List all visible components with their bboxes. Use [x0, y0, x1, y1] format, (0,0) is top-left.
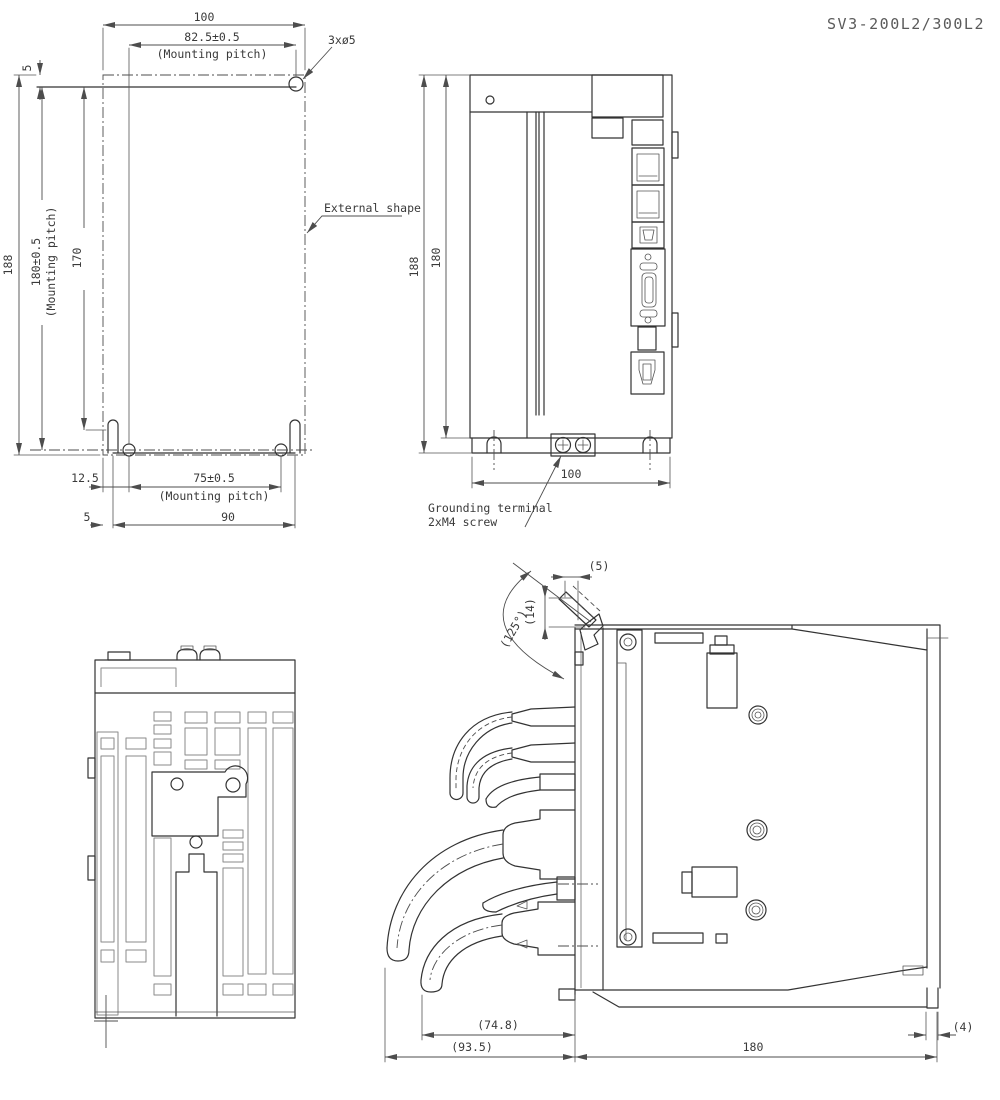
- capacitor: [706, 635, 738, 709]
- dim-latch-offset: (5): [589, 559, 610, 573]
- dim-pitch-vertical-note: (Mounting pitch): [44, 207, 58, 318]
- dim-depth: 180: [743, 1040, 764, 1054]
- dim-pitch-horizontal-note: (Mounting pitch): [157, 47, 268, 61]
- dim-front-height-body: 180: [429, 248, 443, 269]
- view-front: 188 180 100 Grounding terminal 2xM4 scre…: [407, 74, 679, 529]
- center-channel: [175, 853, 218, 1017]
- front-body: [469, 74, 673, 439]
- cable-assemblies: [386, 706, 598, 993]
- dim-clearance-outer: (93.5): [451, 1040, 493, 1054]
- mounting-hole-top-right: [288, 76, 304, 92]
- vent-slots: [96, 711, 294, 1016]
- view-side-cables: (125°) (5) (14) (74.8) (93.5) 180 (4): [384, 559, 974, 1063]
- hooded-connector-1: [502, 809, 576, 880]
- dim-height-overall: 188: [1, 255, 15, 276]
- dim-top-offset: 5: [20, 65, 34, 72]
- grounding-label-line1: Grounding terminal: [428, 501, 553, 515]
- front-indicator-hole: [485, 95, 495, 105]
- dim-pitch-vertical: 180±0.5: [29, 238, 43, 286]
- inner-plate: [151, 765, 249, 837]
- dim-plate-width: 90: [221, 510, 235, 524]
- vent-body: [94, 659, 296, 1019]
- external-shape-outline: [102, 74, 306, 456]
- usb-port: [631, 221, 665, 249]
- internal-panel: [616, 629, 643, 948]
- view-vented-face: [87, 645, 296, 1048]
- dim-latch-height: (14): [523, 598, 537, 626]
- external-shape-label: External shape: [324, 201, 421, 215]
- dim-hole-count: 3xø5: [328, 33, 356, 47]
- ground-screw-left: [554, 436, 572, 454]
- dim-width-overall: 100: [194, 10, 215, 24]
- din-clip-top: [671, 131, 679, 159]
- dim-front-height-overall: 188: [407, 257, 421, 278]
- dim-pitch-bottom-note: (Mounting pitch): [159, 489, 270, 503]
- dim-pitch-bottom: 75±0.5: [193, 471, 235, 485]
- dim-bottom-left-offset: 12.5: [71, 471, 99, 485]
- encoder-connector: [630, 351, 665, 395]
- din-clip-bottom: [671, 312, 679, 348]
- dim-bottom-offset: 5: [84, 510, 91, 524]
- io-connector: [630, 248, 666, 327]
- drawing-title: SV3-200L2/300L2: [827, 15, 985, 33]
- rivet-bosses: [745, 705, 768, 921]
- ground-screw-right: [574, 436, 592, 454]
- dim-clearance-inner: (74.8): [477, 1018, 519, 1032]
- dim-foot: (4): [953, 1020, 974, 1034]
- view-mounting-layout: 100 82.5±0.5 (Mounting pitch) 3xø5 5 188…: [1, 10, 421, 529]
- grounding-terminal-block: [550, 433, 596, 457]
- hooded-connector-2: [501, 901, 576, 956]
- dim-front-width: 100: [561, 467, 582, 481]
- dim-inner-height: 170: [70, 248, 84, 269]
- grounding-label-line2: 2xM4 screw: [428, 515, 497, 529]
- dim-pitch-horizontal: 82.5±0.5: [184, 30, 239, 44]
- connector-stack: [630, 147, 666, 395]
